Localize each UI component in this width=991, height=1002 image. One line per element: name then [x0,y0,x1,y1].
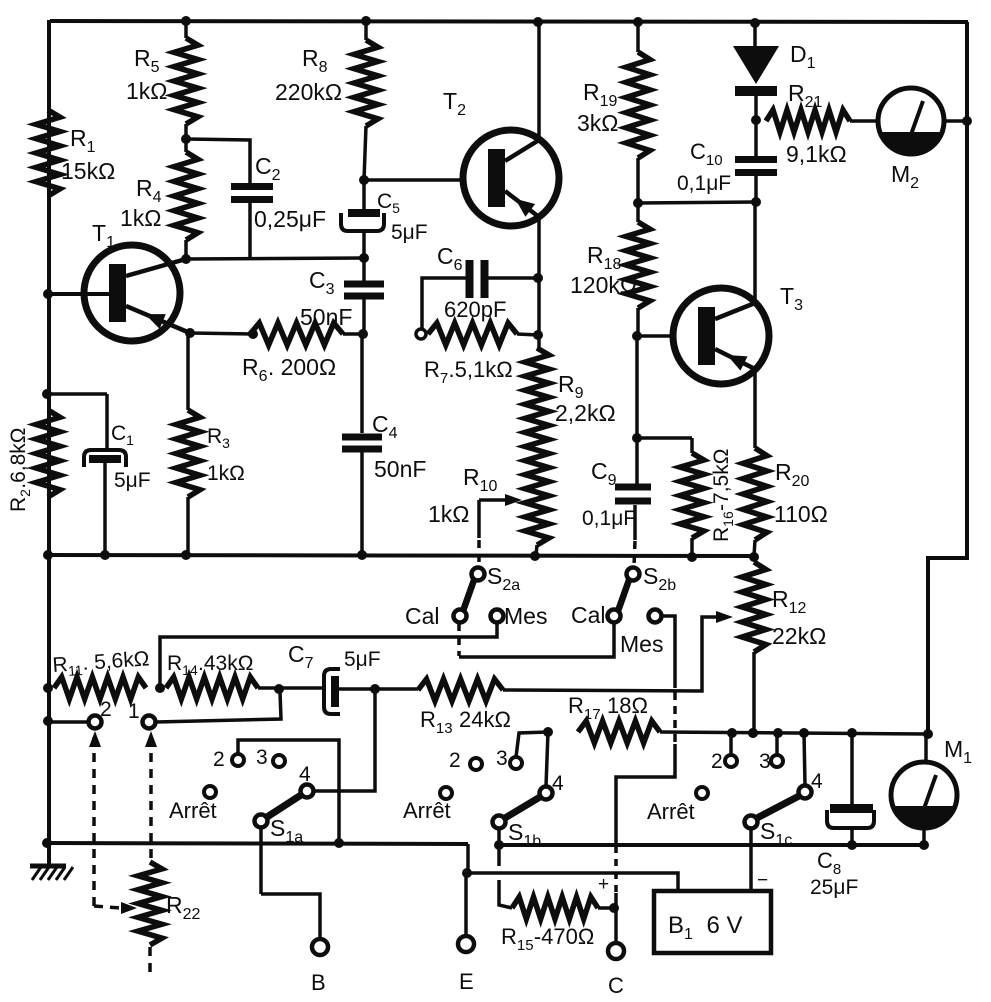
svg-text:R21: R21 [788,80,823,111]
svg-text:50nF: 50nF [300,304,352,330]
svg-text:R2 .6,8kΩ: R2 .6,8kΩ [7,428,33,512]
svg-text:R8: R8 [302,45,328,76]
svg-text:Arrêt: Arrêt [403,798,451,823]
svg-text:R17 18Ω: R17 18Ω [568,693,648,723]
svg-text:R14 .43kΩ: R14 .43kΩ [167,652,253,678]
svg-text:R16 -7,5kΩ: R16 -7,5kΩ [710,449,736,542]
svg-text:Cal: Cal [571,602,606,628]
svg-text:E: E [459,969,474,994]
svg-text:R22: R22 [166,892,201,923]
svg-text:2: 2 [711,750,723,773]
svg-text:Mes: Mes [620,631,663,657]
svg-text:1kΩ: 1kΩ [207,462,245,485]
svg-text:S2b: S2b [643,563,676,594]
svg-text:3: 3 [496,747,508,770]
svg-text:R19: R19 [583,79,618,110]
svg-text:C4: C4 [372,411,398,442]
svg-text:2,2kΩ: 2,2kΩ [555,400,616,426]
svg-text:Arrêt: Arrêt [647,799,695,824]
svg-text:5μF: 5μF [344,648,381,671]
svg-text:9,1kΩ: 9,1kΩ [786,141,847,167]
svg-text:S1c: S1c [760,818,793,849]
svg-text:3: 3 [759,750,771,773]
svg-text:C6: C6 [437,243,463,274]
svg-text:T1: T1 [92,220,115,251]
svg-text:C7: C7 [288,641,314,672]
svg-text:2: 2 [100,698,112,721]
svg-text:−: − [757,870,768,891]
svg-text:R9: R9 [558,371,584,402]
svg-text:3: 3 [256,746,268,769]
svg-text:R6 . 200Ω: R6 . 200Ω [242,354,336,385]
svg-text:C10: C10 [690,139,723,169]
svg-text:S1b: S1b [508,819,541,850]
svg-text:R4: R4 [136,175,162,206]
svg-text:T3: T3 [780,283,803,314]
svg-text:R10: R10 [463,464,498,495]
svg-text:3kΩ: 3kΩ [577,110,619,136]
svg-text:15kΩ: 15kΩ [61,158,115,184]
svg-text:C3: C3 [309,267,335,298]
svg-text:C2: C2 [255,153,281,184]
svg-text:Mes: Mes [504,603,547,629]
svg-text:22kΩ: 22kΩ [772,623,826,649]
svg-text:R12: R12 [772,586,807,617]
svg-text:R18: R18 [587,242,622,273]
svg-text:D1: D1 [790,41,816,72]
svg-text:1kΩ: 1kΩ [120,205,162,231]
svg-text:R5: R5 [134,45,160,76]
svg-text:S2a: S2a [487,563,520,594]
svg-text:Cal: Cal [405,603,440,629]
svg-text:0,1μF: 0,1μF [582,507,636,530]
svg-text:2: 2 [213,748,225,771]
svg-text:R13 24kΩ: R13 24kΩ [420,707,511,737]
svg-text:S1a: S1a [270,815,303,846]
svg-text:R7 .5,1kΩ: R7 .5,1kΩ [424,357,513,387]
svg-text:110Ω: 110Ω [774,501,828,527]
svg-text:5μF: 5μF [391,221,428,244]
svg-text:25μF: 25μF [810,876,858,899]
svg-text:C8: C8 [817,848,842,878]
svg-text:R11 . 5,6kΩ: R11 . 5,6kΩ [52,647,151,680]
svg-text:B1 6 V: B1 6 V [668,912,743,943]
svg-text:4: 4 [552,772,564,795]
svg-text:1: 1 [128,700,140,723]
svg-text:Arrêt: Arrêt [169,798,217,823]
svg-text:0,1μF: 0,1μF [677,172,731,195]
svg-text:620pF: 620pF [444,297,506,322]
svg-text:5μF: 5μF [114,469,151,492]
svg-text:B: B [311,970,326,995]
svg-text:R20: R20 [775,459,810,490]
svg-text:220kΩ: 220kΩ [275,79,342,105]
svg-text:M1: M1 [944,736,972,767]
svg-text:+: + [598,874,609,895]
svg-text:R3: R3 [207,425,230,451]
svg-text:C1: C1 [111,422,134,448]
svg-text:0,25μF: 0,25μF [254,206,326,232]
svg-text:C5: C5 [377,190,400,216]
svg-text:120kΩ: 120kΩ [570,272,637,298]
svg-text:2: 2 [449,749,461,772]
svg-text:M2: M2 [891,161,919,192]
svg-text:T2: T2 [443,88,466,119]
svg-text:R15 -470Ω: R15 -470Ω [501,924,594,954]
svg-text:50nF: 50nF [374,456,426,482]
svg-text:C9: C9 [591,458,617,489]
svg-text:1kΩ: 1kΩ [126,78,168,104]
svg-text:R1: R1 [70,125,96,156]
svg-text:4: 4 [811,770,823,793]
svg-text:4: 4 [299,763,311,786]
svg-text:1kΩ: 1kΩ [428,501,470,527]
svg-text:C: C [608,973,624,998]
